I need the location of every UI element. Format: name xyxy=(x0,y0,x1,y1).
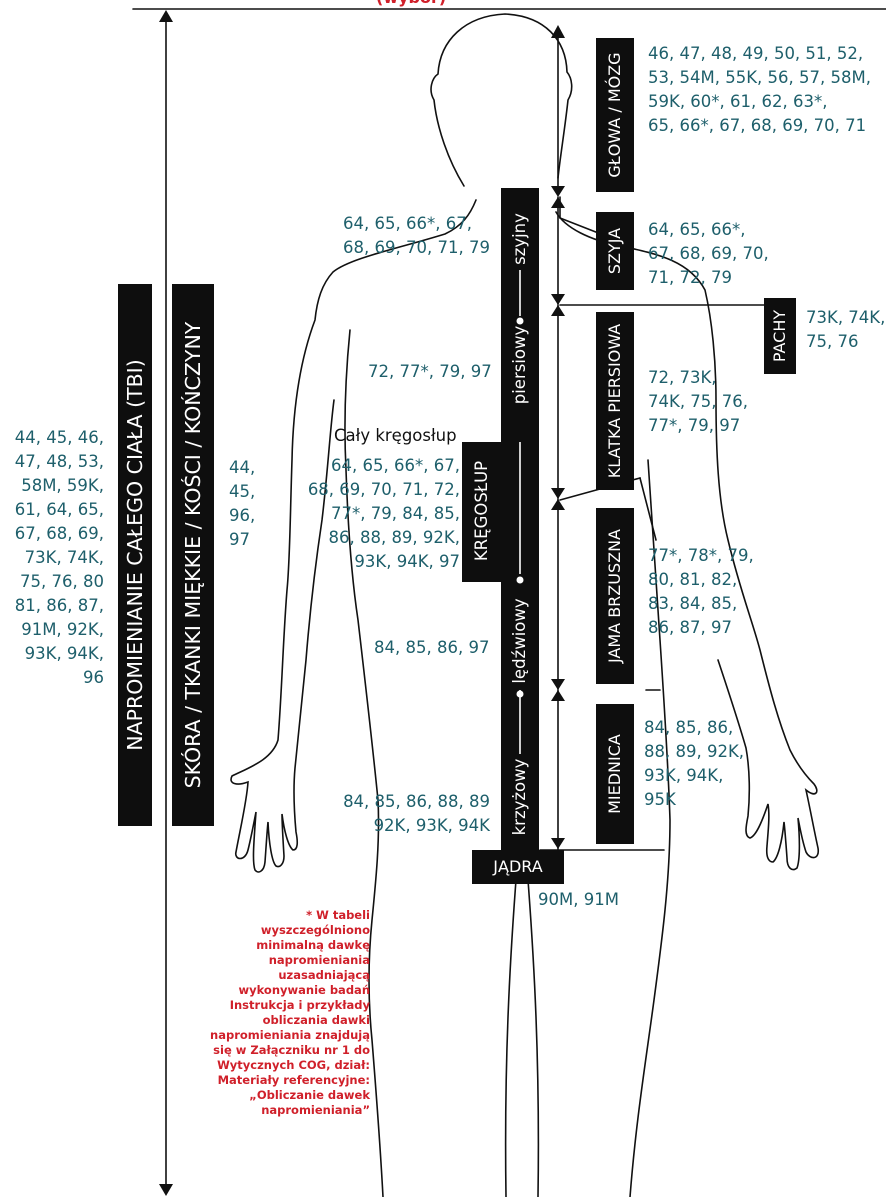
dose-footnote: * W tabeli wyszczególniono minimalną daw… xyxy=(196,908,370,1118)
lumbar-numbers: 84, 85, 86, 97 xyxy=(374,636,489,660)
testes-numbers: 90M, 91M xyxy=(538,888,619,912)
chest-label: KLATKA PIERSIOWA xyxy=(604,312,626,490)
cervical-numbers: 64, 65, 66*, 67, 68, 69, 70, 71, 79 xyxy=(343,212,490,260)
head-label: GŁOWA / MÓZG xyxy=(604,38,626,192)
chest-numbers: 72, 73K, 74K, 75, 76, 77*, 79, 97 xyxy=(648,366,748,438)
whole-spine-numbers: 64, 65, 66*, 67, 68, 69, 70, 71, 72, 77*… xyxy=(280,454,460,574)
whole-spine-heading: Cały kręgosłup xyxy=(334,424,457,448)
axilla-numbers: 73K, 74K, 75, 76 xyxy=(806,306,885,354)
skin-numbers: 44, 45, 96, 97 xyxy=(229,456,255,552)
neck-label: SZYJA xyxy=(604,212,626,290)
abdomen-label: JAMA BRZUSZNA xyxy=(604,508,626,684)
abdomen-numbers: 77*, 78*, 79, 80, 81, 82, 83, 84, 85, 86… xyxy=(648,544,754,640)
axilla-label: PACHY xyxy=(769,298,791,374)
pelvis-numbers: 84, 85, 86, 88, 89, 92K, 93K, 94K, 95K xyxy=(644,716,744,812)
head-numbers: 46, 47, 48, 49, 50, 51, 52, 53, 54M, 55K… xyxy=(648,42,871,138)
thoracic-numbers: 72, 77*, 79, 97 xyxy=(368,360,492,384)
testes-label: JĄDRA xyxy=(472,850,564,884)
neck-numbers: 64, 65, 66*, 67, 68, 69, 70, 71, 72, 79 xyxy=(648,218,769,290)
tbi-numbers: 44, 45, 46, 47, 48, 53, 58M, 59K, 61, 64… xyxy=(0,426,104,690)
pelvis-label: MIEDNICA xyxy=(604,704,626,844)
sacral-numbers: 84, 85, 86, 88, 89 92K, 93K, 94K xyxy=(310,790,490,838)
